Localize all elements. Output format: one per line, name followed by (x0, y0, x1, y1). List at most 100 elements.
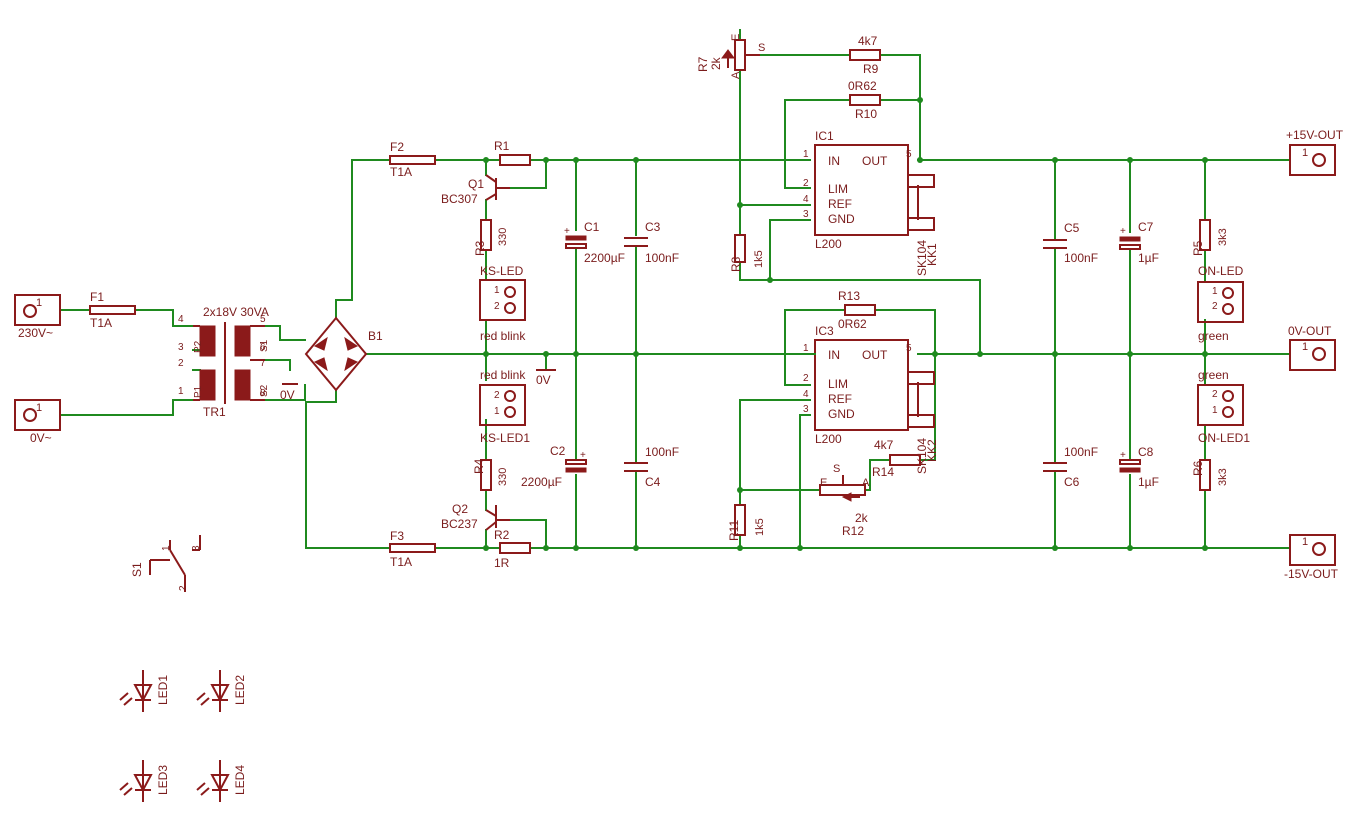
svg-text:KK1: KK1 (925, 243, 939, 266)
svg-text:ON-LED1: ON-LED1 (1198, 431, 1250, 445)
svg-text:1: 1 (1302, 147, 1308, 159)
ground-0v: 0V (536, 353, 556, 387)
resistor-r3: R3 330 (473, 219, 509, 256)
svg-text:GND: GND (828, 407, 855, 421)
heatsink-kk1: SK104 KK1 (915, 240, 939, 276)
transformer-s1: S1 (259, 339, 270, 352)
svg-text:1: 1 (178, 386, 184, 397)
transistor-q1: Q1 BC307 (441, 174, 510, 206)
resistor-r2: R2 1R (494, 528, 531, 570)
svg-text:BC237: BC237 (441, 517, 478, 531)
svg-text:R1: R1 (494, 139, 510, 153)
resistor-r8: R8 1k5 (729, 234, 765, 272)
svg-text:R4: R4 (472, 458, 486, 474)
resistor-r10: 0R62 R10 (848, 79, 881, 121)
svg-text:2200µF: 2200µF (521, 475, 562, 489)
connector-0v-out: 1 0V-OUT (1288, 324, 1336, 371)
svg-text:3k3: 3k3 (1217, 468, 1229, 486)
resistor-r1: R1 (494, 139, 531, 166)
svg-text:1R: 1R (494, 556, 510, 570)
svg-text:ON-LED: ON-LED (1198, 264, 1244, 278)
svg-text:0R62: 0R62 (838, 317, 867, 331)
resistor-r13: R13 0R62 (838, 289, 876, 331)
svg-text:100nF: 100nF (1064, 251, 1098, 265)
transformer-value: 2x18V 30VA (203, 305, 269, 319)
svg-text:C2: C2 (550, 444, 566, 458)
header-on-led: 1 2 ON-LED green (1197, 264, 1244, 343)
transistor-q2: Q2 BC237 (441, 502, 510, 531)
svg-text:0V-OUT: 0V-OUT (1288, 324, 1332, 338)
svg-text:1: 1 (803, 343, 809, 354)
svg-text:330: 330 (497, 228, 509, 246)
svg-text:2: 2 (178, 358, 184, 369)
capacitor-c6: 100nF C6 (1043, 445, 1098, 489)
svg-text:OUT: OUT (862, 154, 888, 168)
svg-text:Q1: Q1 (468, 177, 484, 191)
connector-230v-pin: 1 (36, 297, 42, 309)
svg-text:3: 3 (191, 545, 202, 551)
svg-text:A: A (862, 477, 870, 489)
svg-text:1: 1 (1212, 405, 1218, 416)
fuse-f3: F3 T1A (389, 529, 436, 569)
svg-text:S1: S1 (130, 562, 144, 577)
svg-text:2: 2 (178, 585, 189, 591)
svg-text:+: + (1120, 450, 1126, 461)
svg-text:green: green (1198, 368, 1229, 382)
capacitor-c4: 100nF C4 (624, 445, 679, 489)
capacitor-c8: + C8 1µF (1119, 445, 1159, 489)
svg-text:1: 1 (1302, 341, 1308, 353)
svg-text:C5: C5 (1064, 221, 1080, 235)
svg-text:4k7: 4k7 (874, 438, 894, 452)
svg-text:R9: R9 (863, 62, 879, 76)
svg-text:E: E (730, 34, 742, 41)
svg-text:5: 5 (260, 314, 266, 325)
svg-text:1: 1 (494, 285, 500, 296)
svg-text:330: 330 (497, 468, 509, 486)
transformer-p1: P1 (193, 385, 204, 398)
svg-text:IC1: IC1 (815, 129, 834, 143)
led-led3: LED3 (119, 760, 170, 802)
switch-s1: S1 1 2 3 (130, 535, 202, 592)
resistor-r11: R11 1k5 (727, 504, 766, 541)
svg-text:T1A: T1A (390, 165, 412, 179)
svg-text:1k5: 1k5 (753, 250, 765, 268)
header-on-led1: 2 1 green ON-LED1 (1197, 368, 1250, 445)
connector-230v-label: 230V~ (18, 326, 53, 340)
svg-text:0R62: 0R62 (848, 79, 877, 93)
svg-text:3: 3 (803, 404, 809, 415)
capacitor-c7: + C7 1µF (1119, 220, 1159, 265)
svg-text:E: E (820, 477, 827, 489)
resistor-r4: R4 330 (472, 458, 509, 491)
led-led2: LED2 (196, 670, 247, 712)
svg-text:1: 1 (1212, 286, 1218, 297)
capacitor-c3: C3 100nF (624, 220, 679, 265)
fuse-f1-name: F1 (90, 290, 104, 304)
svg-text:+15V-OUT: +15V-OUT (1286, 128, 1344, 142)
svg-text:0V: 0V (536, 373, 551, 387)
svg-text:LED4: LED4 (233, 765, 247, 795)
svg-text:+: + (564, 226, 570, 237)
svg-text:LIM: LIM (828, 377, 848, 391)
svg-text:5: 5 (906, 343, 912, 354)
svg-text:1: 1 (494, 406, 500, 417)
svg-text:L200: L200 (815, 432, 842, 446)
capacitor-c5: C5 100nF (1043, 221, 1098, 265)
svg-text:OUT: OUT (862, 348, 888, 362)
svg-text:R12: R12 (842, 524, 864, 538)
svg-text:REF: REF (828, 197, 852, 211)
svg-text:3: 3 (178, 342, 184, 353)
svg-text:KS-LED1: KS-LED1 (480, 431, 530, 445)
wires (59, 29, 1291, 549)
svg-text:-15V-OUT: -15V-OUT (1284, 567, 1339, 581)
svg-text:SK104: SK104 (915, 240, 929, 276)
svg-text:T1A: T1A (390, 555, 412, 569)
svg-text:BC307: BC307 (441, 192, 478, 206)
junctions (483, 97, 1208, 551)
svg-text:4: 4 (803, 194, 809, 205)
svg-text:C7: C7 (1138, 220, 1154, 234)
capacitor-c1: + C1 2200µF (564, 220, 625, 265)
bridge-b1: B1 (304, 316, 383, 392)
svg-text:5: 5 (906, 149, 912, 160)
svg-text:1µF: 1µF (1138, 251, 1159, 265)
